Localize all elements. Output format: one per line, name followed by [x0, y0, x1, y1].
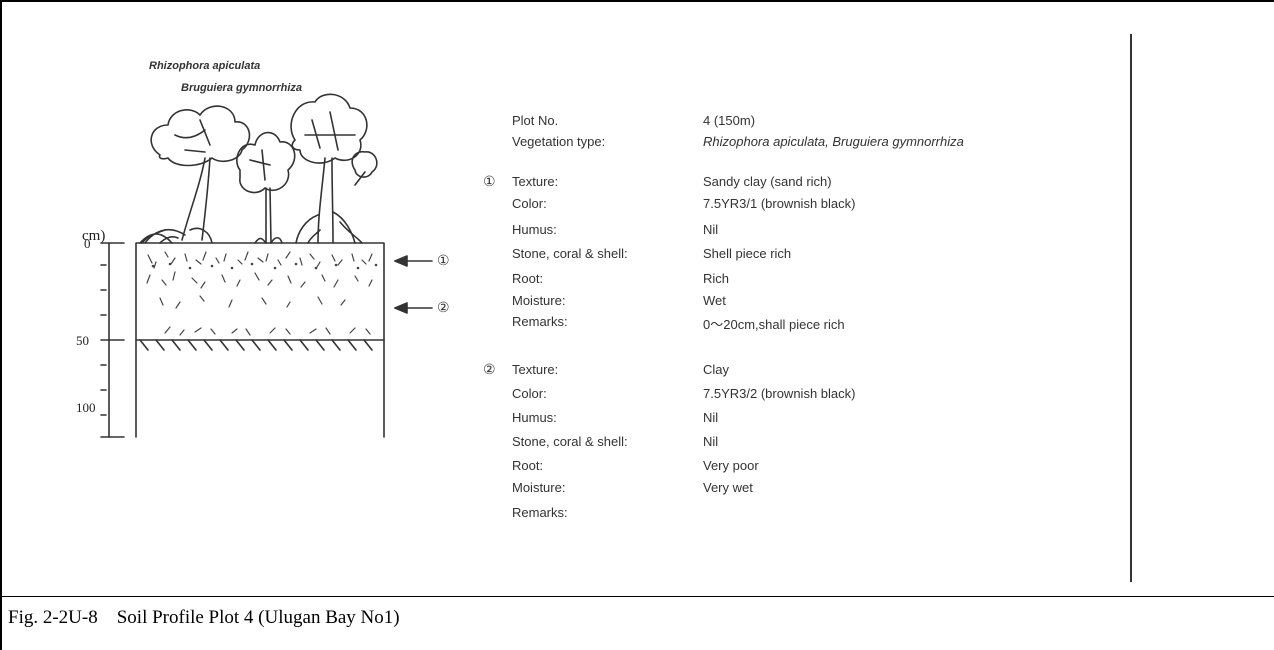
tree-trunk-middle [266, 188, 271, 243]
h1-moisture-value: Wet [703, 293, 726, 308]
tree-canopy-middle [237, 133, 295, 193]
marker-horizon-2: ② [437, 299, 450, 316]
vegetation-value: Rhizophora apiculata, Bruguiera gymnorrh… [703, 134, 964, 149]
prop-roots-right [296, 212, 362, 243]
scale-label-0: 0 [84, 236, 91, 252]
tree-canopy-left [151, 106, 249, 165]
h2-texture-value: Clay [703, 362, 729, 377]
scale-label-50: 50 [76, 333, 89, 349]
frame-right-divider [1130, 34, 1132, 582]
figure-caption: Fig. 2-2U-8 Soil Profile Plot 4 (Ulugan … [8, 607, 400, 629]
h1-remarks-value: 0～20cm,shall piece rich [703, 314, 845, 333]
marker-horizon-1: ① [437, 252, 450, 269]
h1-color-value: 7.5YR3/1 (brownish black) [703, 196, 855, 211]
h1-humus-value: Nil [703, 222, 718, 237]
h2-color-label: Color: [512, 386, 547, 401]
h2-stone-label: Stone, coral & shell: [512, 434, 628, 449]
h2-color-value: 7.5YR3/2 (brownish black) [703, 386, 855, 401]
h1-stone-value: Shell piece rich [703, 246, 791, 261]
h1-root-value: Rich [703, 271, 729, 286]
h1-remarks-label: Remarks: [512, 314, 568, 329]
h2-stone-value: Nil [703, 434, 718, 449]
h1-humus-label: Humus: [512, 222, 557, 237]
h1-color-label: Color: [512, 196, 547, 211]
horizon-1-dots [152, 263, 378, 270]
vegetation-label: Vegetation type: [512, 134, 605, 149]
plot-no-label: Plot No. [512, 113, 558, 128]
h1-texture-value: Sandy clay (sand rich) [703, 174, 832, 189]
h1-moisture-label: Moisture: [512, 293, 565, 308]
h1-root-label: Root: [512, 271, 543, 286]
soil-profile-drawing [0, 0, 520, 460]
h1-stone-label: Stone, coral & shell: [512, 246, 628, 261]
horizon-2-number: ② [483, 361, 496, 378]
tree-canopy-right [291, 94, 367, 163]
h2-root-value: Very poor [703, 458, 759, 473]
h2-moisture-label: Moisture: [512, 480, 565, 495]
h2-root-label: Root: [512, 458, 543, 473]
h1-texture-label: Texture: [512, 174, 558, 189]
caption-divider [0, 596, 1274, 597]
h2-humus-label: Humus: [512, 410, 557, 425]
soil-properties-list: Plot No. 4 (150m) Vegetation type: Rhizo… [476, 0, 1116, 590]
h2-humus-value: Nil [703, 410, 718, 425]
horizon-1-number: ① [483, 173, 496, 190]
h2-remarks-label: Remarks: [512, 505, 568, 520]
scale-label-100: 100 [76, 400, 96, 416]
h2-moisture-value: Very wet [703, 480, 753, 495]
h2-texture-label: Texture: [512, 362, 558, 377]
plot-no-value: 4 (150m) [703, 113, 755, 128]
horizon-1-texture [147, 252, 372, 335]
